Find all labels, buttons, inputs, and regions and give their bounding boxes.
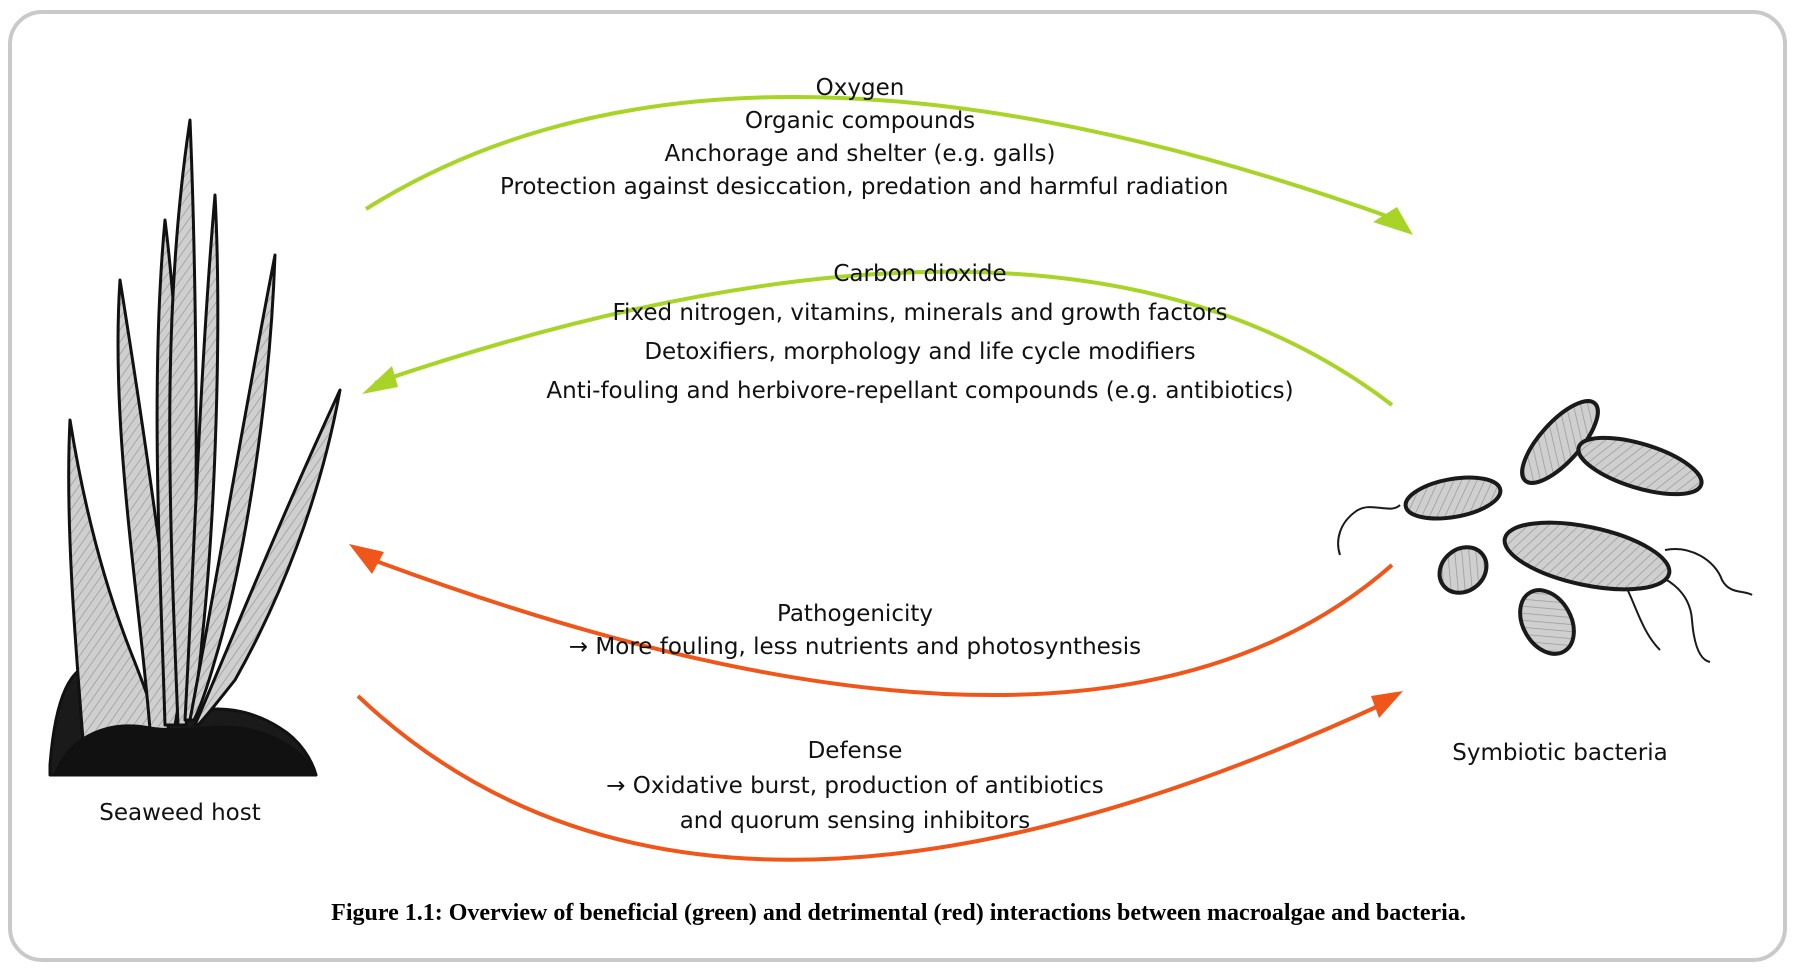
arrow-host-to-bacteria-green (364, 95, 1396, 221)
flow-line: → Oxidative burst, production of antibio… (606, 773, 1104, 799)
flow-bacteria-to-host-detrimental: Pathogenicity → More fouling, less nutri… (560, 598, 1150, 664)
flow-line: → More fouling, less nutrients and photo… (568, 634, 1142, 660)
flow-line: Fixed nitrogen, vitamins, minerals and g… (612, 300, 1228, 326)
figure-frame (8, 10, 1787, 962)
bacterium-cell (1437, 545, 1489, 595)
arrow-bacteria-to-host-green (374, 269, 1394, 407)
bacterium-cell (1520, 399, 1600, 485)
bacterium-cell (1502, 520, 1672, 592)
arrowhead-red-left (349, 544, 384, 574)
flow-line: Defense (807, 738, 903, 764)
arrowhead-green-left (362, 366, 398, 394)
flow-line: Carbon dioxide (833, 261, 1007, 287)
flow-line: and quorum sensing inhibitors (679, 808, 1031, 834)
flow-line: Oxygen (815, 75, 905, 101)
flow-line: Detoxifiers, morphology and life cycle m… (644, 339, 1196, 365)
arrowhead-red-right (1371, 691, 1403, 718)
arrow-host-to-bacteria-red (356, 694, 1386, 862)
arrowhead-green-right (1373, 207, 1413, 235)
flow-line: Pathogenicity (777, 601, 933, 627)
bacterium-cell (1576, 435, 1704, 497)
flow-line: Protection against desiccation, predatio… (500, 174, 1229, 200)
flow-line: Anti-fouling and herbivore-repellant com… (546, 378, 1294, 404)
flow-bacteria-to-host-beneficial: Carbon dioxide Fixed nitrogen, vitamins,… (540, 255, 1300, 411)
figure-caption: Figure 1.1: Overview of beneficial (gree… (331, 900, 1466, 926)
flow-host-to-bacteria-beneficial: Oxygen Organic compounds Anchorage and s… (500, 72, 1229, 204)
arrow-bacteria-to-host-red (359, 553, 1394, 697)
symbiotic-bacteria-label: Symbiotic bacteria (1452, 740, 1668, 766)
seaweed-host-label: Seaweed host (99, 800, 261, 826)
flow-line: Organic compounds (744, 108, 976, 134)
bacterium-cell (1518, 588, 1576, 656)
bacterium-cell (1403, 475, 1503, 521)
bacteria-illustration (1337, 399, 1753, 663)
flow-host-to-bacteria-detrimental: Defense → Oxidative burst, production of… (560, 734, 1150, 839)
seaweed-illustration (48, 118, 342, 777)
flow-line: Anchorage and shelter (e.g. galls) (664, 141, 1056, 167)
